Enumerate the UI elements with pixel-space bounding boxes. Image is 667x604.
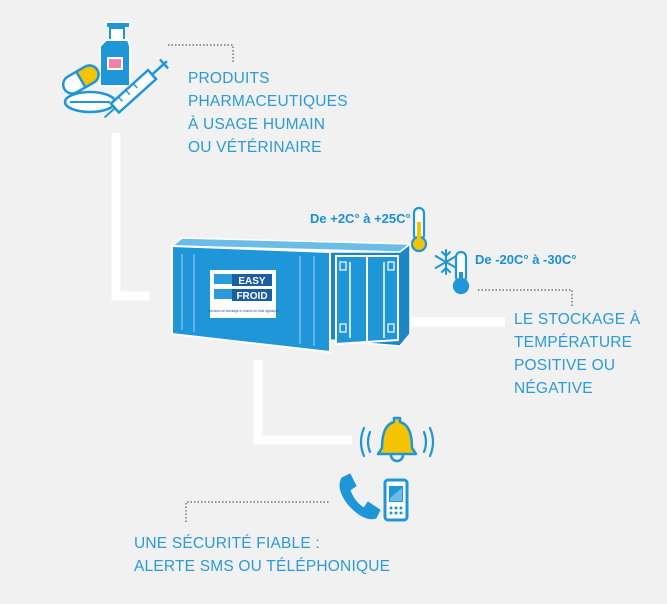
connector-container-to-alert xyxy=(253,360,352,445)
phone-handset-icon xyxy=(339,473,381,520)
storage-label-line: POSITIVE OU xyxy=(514,357,616,374)
leader-security xyxy=(185,501,330,522)
leader-pharma xyxy=(168,44,234,64)
pharma-label-line: PHARMACEUTIQUES xyxy=(188,93,348,110)
connector-pharma-to-container xyxy=(111,133,150,301)
thermometer-warm-icon xyxy=(410,206,428,253)
pharma-label: PRODUITS PHARMACEUTIQUES À USAGE HUMAIN … xyxy=(188,67,348,159)
thermometer-cold-icon xyxy=(452,250,470,295)
mobile-phone-icon xyxy=(383,478,409,522)
security-label-line: UNE SÉCURITÉ FIABLE : xyxy=(134,535,320,552)
logo-text-top: EASY xyxy=(238,276,266,287)
pharma-label-line: PRODUITS xyxy=(188,70,270,87)
snowflake-icon xyxy=(434,249,458,275)
pharma-label-line: À USAGE HUMAIN xyxy=(188,116,326,133)
logo-tagline: Solutions de stockage et chaîne du froid… xyxy=(207,309,278,313)
medicine-syringe-pills-icon xyxy=(61,21,169,119)
storage-label: LE STOCKAGE À TEMPÉRATURE POSITIVE OU NÉ… xyxy=(514,308,640,400)
pharma-label-line: OU VÉTÉRINAIRE xyxy=(188,139,322,156)
storage-label-line: NÉGATIVE xyxy=(514,380,593,397)
logo-text-bottom: FROID xyxy=(236,291,267,302)
security-label-line: ALERTE SMS OU TÉLÉPHONIQUE xyxy=(134,558,391,575)
security-label: UNE SÉCURITÉ FIABLE : ALERTE SMS OU TÉLÉ… xyxy=(134,532,390,578)
storage-label-line: TEMPÉRATURE xyxy=(514,334,633,351)
leader-storage xyxy=(478,289,573,308)
easy-froid-container: EASY FROID Solutions de stockage et chaî… xyxy=(169,237,413,354)
storage-label-line: LE STOCKAGE À xyxy=(514,311,641,328)
temp-negative-label: De -20C° à -30C° xyxy=(475,252,577,267)
alarm-bell-icon xyxy=(359,416,435,463)
temp-positive-label: De +2C° à +25C° xyxy=(310,211,411,226)
